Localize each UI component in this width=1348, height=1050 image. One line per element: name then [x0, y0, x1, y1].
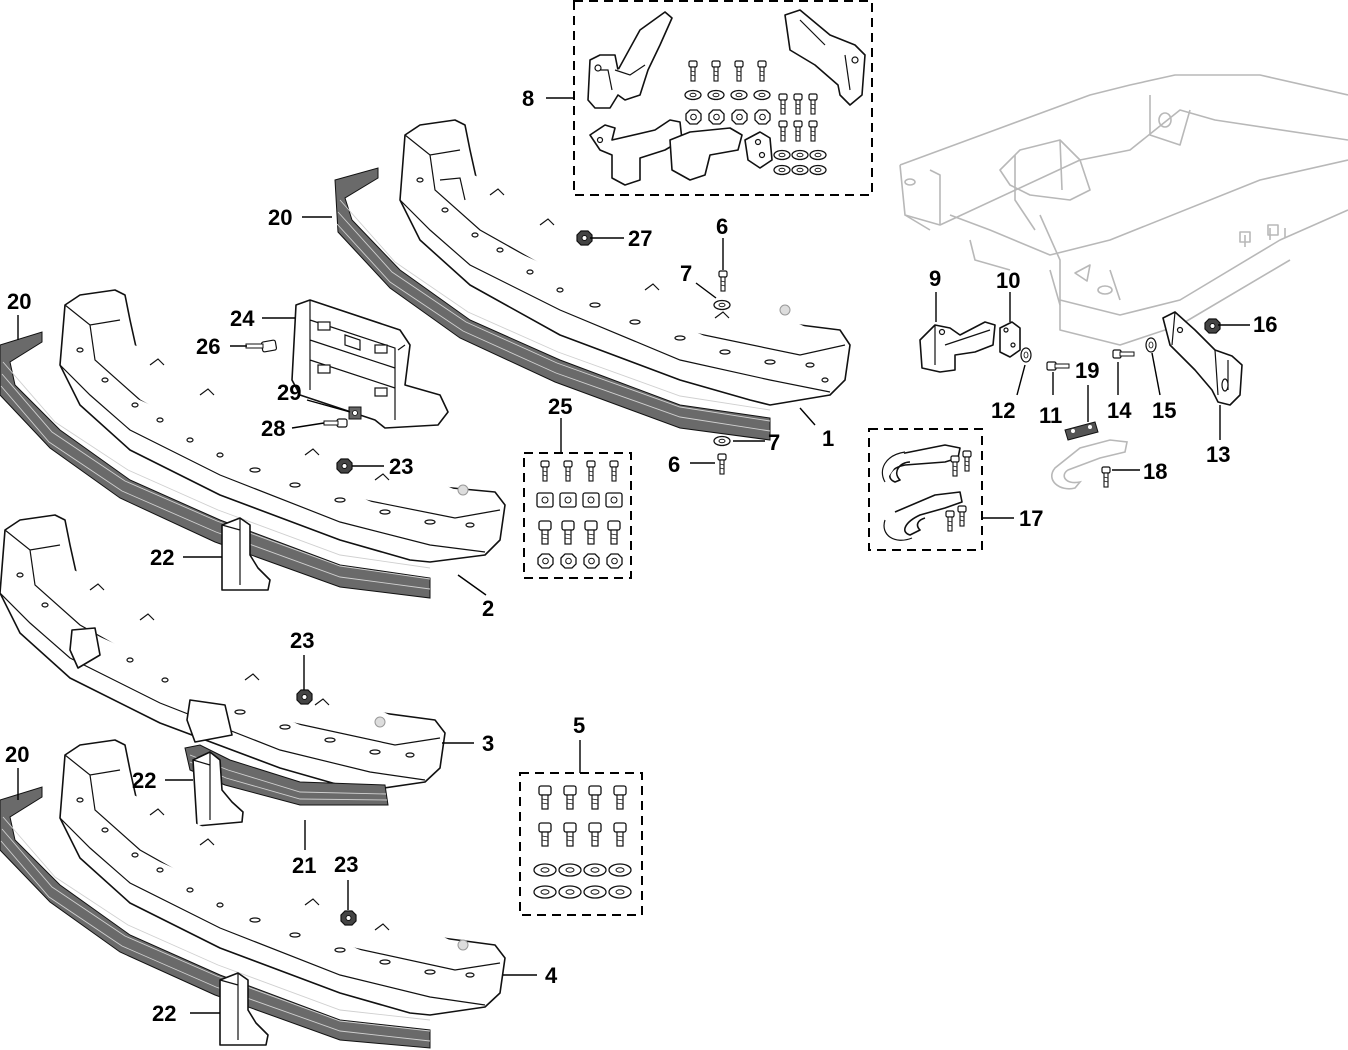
callout-22-c: 22	[152, 1001, 176, 1026]
callout-7-top: 7	[680, 261, 692, 286]
callout-18: 18	[1143, 459, 1167, 484]
callout-23-b: 23	[290, 628, 314, 653]
callout-20-bottom: 20	[5, 742, 29, 767]
callout-7-bottom: 7	[768, 430, 780, 455]
bumper-2	[59, 289, 506, 563]
callout-17: 17	[1019, 506, 1043, 531]
callout-6-top: 6	[716, 214, 728, 239]
kit-17-tow-hooks	[868, 428, 983, 551]
nut-23-a	[336, 458, 353, 474]
callout-24: 24	[230, 306, 255, 331]
bracket-9	[919, 321, 996, 373]
callout-20-left: 20	[7, 289, 31, 314]
callout-23-c: 23	[334, 852, 358, 877]
plate-10	[999, 321, 1021, 358]
callout-21: 21	[292, 853, 316, 878]
rubber-strip-20-left	[0, 331, 431, 599]
washer-15	[1145, 337, 1157, 353]
plate-19	[1064, 421, 1099, 441]
bolt-18	[1101, 466, 1111, 488]
callout-11: 11	[1039, 403, 1062, 428]
bumper-guard-22-c	[219, 972, 269, 1046]
nut-23-c	[340, 910, 357, 926]
nut-16	[1204, 318, 1221, 334]
callout-13: 13	[1206, 442, 1230, 467]
callout-22-a: 22	[150, 545, 174, 570]
callout-29: 29	[277, 380, 301, 405]
kit-5-hardware	[519, 772, 643, 916]
bolt-28	[323, 418, 348, 428]
rubber-strip-20-top	[334, 167, 771, 441]
kit-25-hardware	[523, 452, 632, 579]
washer-7-bottom	[713, 435, 731, 447]
callout-labels: 8 20 27 6 7 1 7 6 20 24 26 29 28 23 22 2…	[5, 86, 1277, 1026]
washer-12	[1020, 347, 1032, 363]
callout-28: 28	[261, 416, 285, 441]
bolt-14	[1112, 349, 1135, 359]
callout-5: 5	[573, 713, 585, 738]
callout-2: 2	[482, 596, 494, 621]
callout-3: 3	[482, 731, 494, 756]
nut-27	[576, 230, 593, 246]
callout-1: 1	[822, 426, 834, 451]
callout-12: 12	[991, 398, 1015, 423]
bumper-3	[0, 514, 446, 791]
callout-25: 25	[548, 394, 572, 419]
washer-7-top	[713, 299, 731, 311]
bumper-guard-22-b	[192, 751, 244, 827]
bracket-13	[1162, 311, 1243, 406]
tow-hook-ghost	[1051, 439, 1128, 490]
bolt-11	[1046, 361, 1070, 371]
callout-8: 8	[522, 86, 534, 111]
kit-8-brackets	[573, 0, 873, 196]
callout-26: 26	[196, 334, 220, 359]
clip-29	[348, 406, 362, 420]
callout-6-bottom: 6	[668, 452, 680, 477]
frame-ghost	[899, 74, 1348, 346]
rubber-strip-20-bottom	[0, 786, 431, 1049]
callout-20-top: 20	[268, 205, 292, 230]
callout-9: 9	[929, 266, 941, 291]
callout-27: 27	[628, 226, 652, 251]
bumper-1	[399, 119, 851, 406]
callout-15: 15	[1152, 398, 1176, 423]
callout-10: 10	[996, 268, 1020, 293]
leader-lines	[17, 97, 1250, 1014]
bolt-26	[245, 339, 278, 353]
callout-22-b: 22	[132, 768, 156, 793]
bumper-4	[59, 739, 506, 1016]
license-bracket-24	[291, 299, 449, 429]
callout-4: 4	[545, 963, 558, 988]
callout-23-a: 23	[389, 454, 413, 479]
nut-23-b	[296, 689, 313, 705]
callout-14: 14	[1107, 398, 1132, 423]
callout-19: 19	[1075, 358, 1099, 383]
callout-16: 16	[1253, 312, 1277, 337]
bumper-guard-22-a	[221, 517, 271, 591]
bolt-6-bottom	[717, 453, 727, 475]
